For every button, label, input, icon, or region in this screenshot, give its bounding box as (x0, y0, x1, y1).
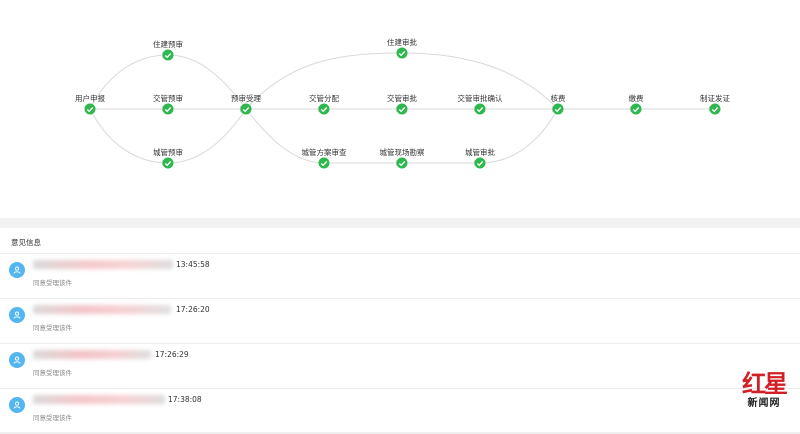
node-label-traffic-approve: 交管审批 (387, 94, 417, 103)
news-logo: 红星 新闻网 (738, 370, 790, 422)
opinion-time: 17:38:08 (168, 395, 202, 404)
node-pre-accept-check-icon[interactable] (240, 103, 252, 115)
divider (0, 253, 800, 254)
opinion-item: 13:45:58 同意受理该件 (0, 254, 800, 299)
node-traffic-confirm-check-icon[interactable] (474, 103, 486, 115)
opinion-time: 17:26:20 (176, 305, 210, 314)
opinion-item: 17:26:29 同意受理该件 (0, 344, 800, 389)
opinion-text: 同意受理该件 (33, 279, 72, 287)
node-issue-cert-check-icon[interactable] (709, 103, 721, 115)
node-label-housing-pre: 住建预审 (153, 40, 183, 49)
node-urban-plan-review-check-icon[interactable] (318, 157, 330, 169)
opinion-text: 同意受理该件 (33, 414, 72, 422)
opinion-text: 同意受理该件 (33, 324, 72, 332)
user-avatar-icon (9, 352, 25, 368)
user-avatar-icon (9, 262, 25, 278)
node-urban-site-survey-check-icon[interactable] (396, 157, 408, 169)
opinion-item: 17:38:08 同意受理该件 (0, 389, 800, 434)
node-housing-approve-check-icon[interactable] (396, 47, 408, 59)
node-label-housing-approve: 住建审批 (387, 38, 417, 47)
opinion-time: 17:26:29 (155, 350, 189, 359)
opinion-text: 同意受理该件 (33, 369, 72, 377)
redacted-name (33, 305, 171, 314)
node-label-traffic-pre: 交管预审 (153, 94, 183, 103)
node-housing-pre-check-icon[interactable] (162, 49, 174, 61)
node-collect-fee-check-icon[interactable] (630, 103, 642, 115)
node-label-issue-cert: 制证发证 (700, 94, 730, 103)
node-label-collect-fee: 缴费 (628, 94, 644, 103)
opinion-time: 13:45:58 (176, 260, 210, 269)
node-label-traffic-confirm: 交管审批确认 (457, 94, 503, 103)
workflow-panel: 用户申报 住建预审 交管预审 城管预审 预审受理 交管分配 交管审批 交管审批确… (0, 0, 800, 218)
node-label-urban-plan-review: 城管方案审查 (301, 148, 347, 157)
node-urban-approve-check-icon[interactable] (474, 157, 486, 169)
logo-text: 新闻网 (747, 398, 781, 409)
user-avatar-icon (9, 307, 25, 323)
node-user-report-check-icon[interactable] (84, 103, 96, 115)
node-label-traffic-assign: 交管分配 (309, 94, 339, 103)
opinion-item: 17:26:20 同意受理该件 (0, 299, 800, 344)
node-label-user-report: 用户申报 (75, 94, 105, 103)
opinion-panel: 意见信息 13:45:58 同意受理该件 17:26:20 同意受理该件 17:… (0, 228, 800, 434)
node-traffic-pre-check-icon[interactable] (162, 103, 174, 115)
node-label-urban-pre: 城管预审 (153, 148, 183, 157)
node-assess-fee-check-icon[interactable] (552, 103, 564, 115)
redacted-name (33, 260, 173, 269)
logo-mark: 红星 (742, 369, 788, 398)
user-avatar-icon (9, 397, 25, 413)
redacted-name (33, 350, 151, 359)
node-traffic-approve-check-icon[interactable] (396, 103, 408, 115)
node-traffic-assign-check-icon[interactable] (318, 103, 330, 115)
node-label-urban-approve: 城管审批 (465, 148, 495, 157)
node-label-pre-accept: 预审受理 (231, 94, 261, 103)
node-urban-pre-check-icon[interactable] (162, 157, 174, 169)
node-label-urban-site-survey: 城管现场勘察 (379, 148, 425, 157)
redacted-name (33, 395, 165, 404)
node-label-assess-fee: 核费 (550, 94, 566, 103)
opinion-title: 意见信息 (11, 238, 41, 247)
